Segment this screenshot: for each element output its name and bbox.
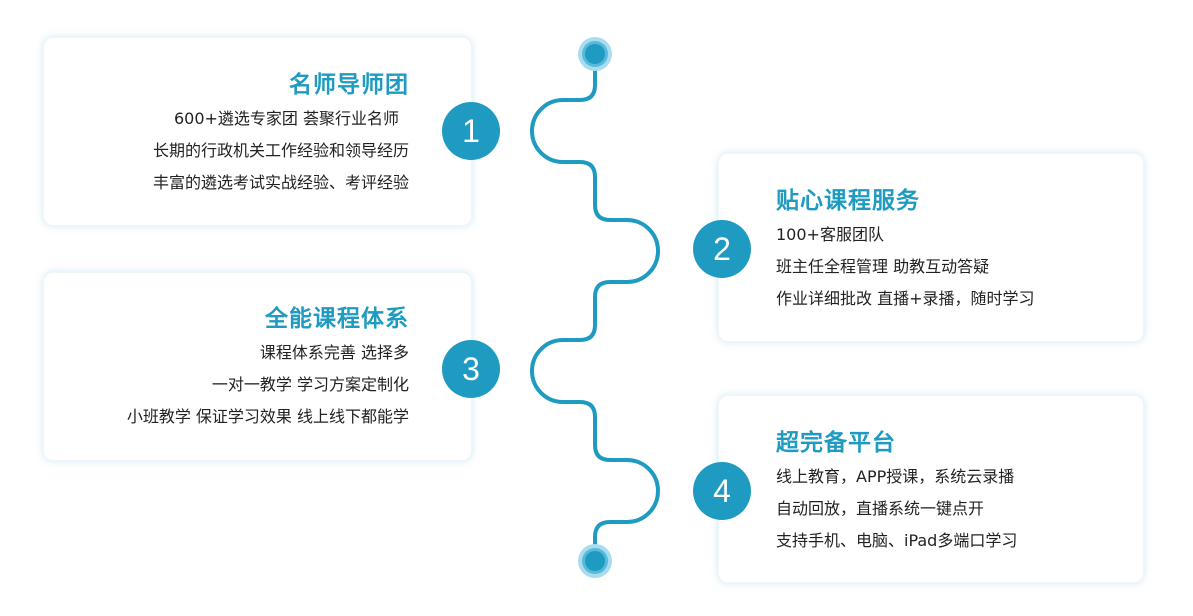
card-title: 全能课程体系 (265, 306, 409, 332)
step-number-badge: 2 (693, 220, 751, 278)
card-line: 长期的行政机关工作经验和领导经历 (152, 141, 409, 160)
card-line: 支持手机、电脑、iPad多端口学习 (776, 531, 1018, 550)
card-line: 线上教育，APP授课，系统云录播 (776, 467, 1015, 486)
step-number-badge: 3 (442, 340, 500, 398)
step-number-badge: 1 (442, 102, 500, 160)
end-dot-icon (578, 544, 612, 578)
card-title: 贴心课程服务 (776, 188, 920, 214)
start-dot-icon (578, 37, 612, 71)
card-line: 班主任全程管理 助教互动答疑 (776, 257, 990, 276)
card-course-service: 贴心课程服务 100+客服团队 班主任全程管理 助教互动答疑 作业详细批改 直播… (718, 153, 1144, 342)
card-course-system: 全能课程体系 课程体系完善 选择多 一对一教学 学习方案定制化 小班教学 保证学… (43, 272, 472, 461)
card-line: 小班教学 保证学习效果 线上线下都能学 (126, 407, 409, 426)
card-title: 名师导师团 (289, 72, 409, 98)
card-line: 作业详细批改 直播+录播，随时学习 (776, 289, 1035, 308)
card-title: 超完备平台 (776, 430, 896, 456)
card-line: 自动回放，直播系统一键点开 (776, 499, 985, 518)
card-platform: 超完备平台 线上教育，APP授课，系统云录播 自动回放，直播系统一键点开 支持手… (718, 395, 1144, 583)
step-number-badge: 4 (693, 462, 751, 520)
card-line: 600+遴选专家团 荟聚行业名师 (173, 109, 399, 128)
card-line: 课程体系完善 选择多 (259, 343, 409, 362)
card-line: 一对一教学 学习方案定制化 (211, 375, 409, 394)
card-line: 丰富的遴选考试实战经验、考评经验 (152, 173, 409, 192)
card-line: 100+客服团队 (776, 225, 884, 244)
card-mentor-team: 名师导师团 600+遴选专家团 荟聚行业名师 长期的行政机关工作经验和领导经历 … (43, 37, 472, 226)
